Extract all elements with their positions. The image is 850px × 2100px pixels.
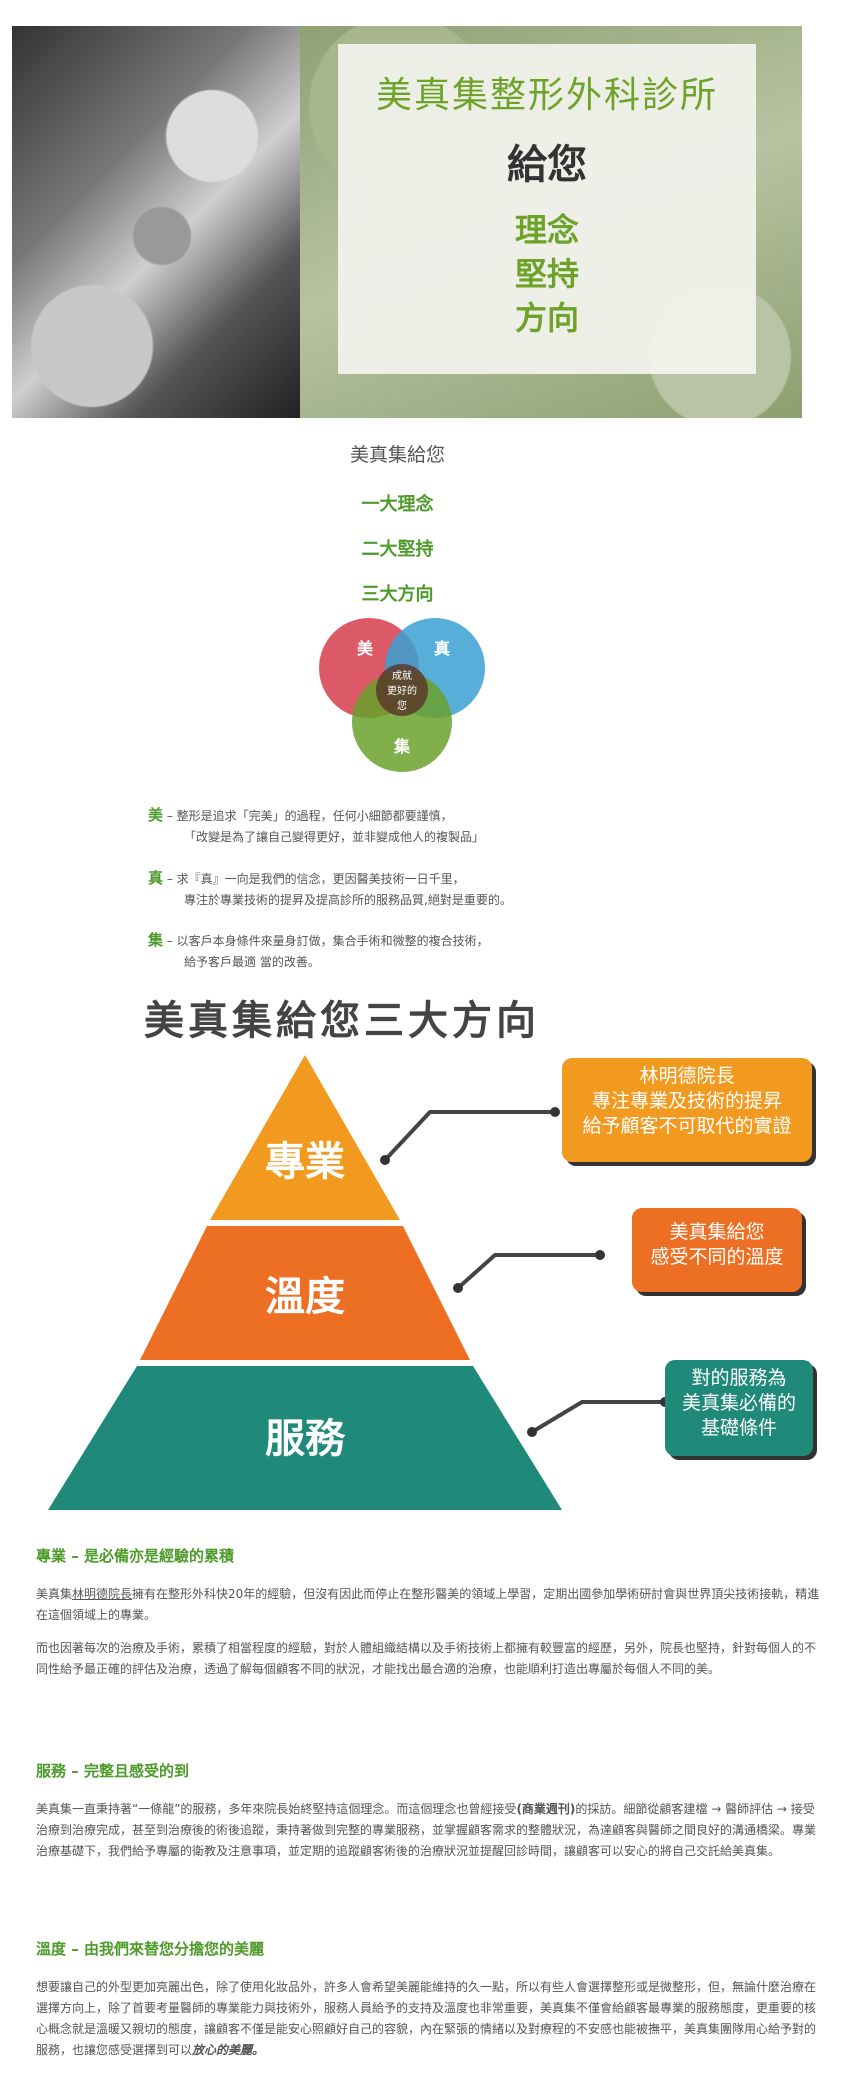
- callout-service: 對的服務為 美真集必備的 基礎條件: [665, 1360, 813, 1456]
- connector-dot-2: [453, 1283, 463, 1293]
- desc-line2: 給予客戶最適 當的改善。: [184, 955, 320, 969]
- intro-heading: 美真集給您: [349, 444, 445, 466]
- section-paragraph: 而也因著每次的治療及手術，累積了相當程度的經驗，對於人體組織結構以及手術技術上都…: [36, 1641, 817, 1676]
- pyramid-label-service: 服務: [265, 1416, 346, 1462]
- hero-give-text: 給您: [507, 142, 587, 188]
- text-span: 美真集: [36, 1587, 73, 1601]
- callout-line: 給予顧客不可取代的實證: [582, 1115, 792, 1137]
- connector-dot-1: [380, 1155, 390, 1165]
- section-paragraph: 美真集一直秉持著“一條龍”的服務，多年來院長始終堅持這個理念。而這個理念也曾經接…: [36, 1799, 821, 1862]
- callout-professional: 林明德院長 專注專業及技術的提昇 給予顧客不可取代的實證: [562, 1058, 812, 1162]
- section-warmth: 溫度 – 由我們來替您分擔您的美麗 想要讓自己的外型更加亮麗出色，除了使用化妝品…: [36, 1938, 821, 2073]
- bold-span: (商業週刊): [516, 1802, 576, 1816]
- clinic-title: 美真集整形外科診所: [375, 75, 718, 116]
- desc-line2: 「改變是為了讓自己變得更好，並非變成他人的複製品」: [184, 830, 485, 844]
- connector-dot-3: [527, 1427, 537, 1437]
- connector-line-2: [456, 1253, 600, 1290]
- connector-dot-2b: [595, 1250, 605, 1260]
- pyramid-level-service: [48, 1366, 562, 1510]
- desc-truth: 真 – 求『真』一向是我們的信念，更因醫美技術一日千里， 專注於專業技術的提昇及…: [148, 868, 708, 911]
- intro-item-persistence: 二大堅持: [361, 539, 434, 560]
- section-service: 服務 – 完整且感受的到 美真集一直秉持著“一條龍”的服務，多年來院長始終堅持這…: [36, 1760, 821, 1874]
- hero-word-concept: 理念: [514, 211, 579, 249]
- venn-center-line1: 成就: [392, 669, 412, 682]
- hero-word-persistence: 堅持: [514, 255, 579, 293]
- text-span: 的採訪。細節從顧客建檔 → 醫師評估 → 接受治療到治療完成，甚至到治療後的術後…: [36, 1802, 817, 1858]
- venn-diagram: 美 真 集 成就 更好的 您: [319, 618, 485, 772]
- callout-line: 林明德院長: [639, 1065, 735, 1087]
- pyramid-level-professional: [210, 1055, 400, 1220]
- desc-key: 美: [148, 806, 164, 824]
- section-heading: 溫度 – 由我們來替您分擔您的美麗: [36, 1940, 264, 1958]
- callout-warmth: 美真集給您 感受不同的溫度: [632, 1208, 802, 1292]
- callout-line: 對的服務為: [691, 1367, 787, 1389]
- text-span: 擁有在整形外科快20年的經驗，但沒有因此而停止在整形醫美的領域上學習，定期出國參…: [36, 1587, 820, 1622]
- pyramid-label-warmth: 溫度: [265, 1274, 345, 1320]
- venn-label-truth: 真: [434, 639, 450, 658]
- pyramid-label-professional: 專業: [265, 1139, 345, 1185]
- hero-words: 理念 堅持 方向: [338, 208, 756, 340]
- callout-line: 美真集必備的: [681, 1392, 796, 1414]
- desc-line1: – 整形是追求「完美」的過程，任何小細節都要謹慎，: [163, 809, 453, 823]
- section-paragraph: 美真集林明德院長擁有在整形外科快20年的經驗，但沒有因此而停止在整形醫美的領域上…: [36, 1584, 821, 1626]
- callout-line: 感受不同的溫度: [650, 1246, 784, 1268]
- text-span: 美真集一直秉持著“一條龍”的服務，多年來院長始終堅持這個理念。而這個理念也曾經接…: [36, 1802, 517, 1816]
- desc-beauty: 美 – 整形是追求「完美」的過程，任何小細節都要謹慎， 「改變是為了讓自己變得更…: [148, 805, 708, 848]
- section-heading: 服務 – 完整且感受的到: [36, 1762, 189, 1780]
- connector-line-3: [530, 1400, 665, 1434]
- callout-line: 美真集給您: [669, 1221, 765, 1243]
- director-link[interactable]: 林明德院長: [72, 1587, 133, 1601]
- desc-key: 真: [148, 869, 164, 887]
- intro-item-concept: 一大理念: [361, 494, 434, 515]
- section-professional: 專業 – 是必備亦是經驗的累積 美真集林明德院長擁有在整形外科快20年的經驗，但…: [36, 1545, 821, 1692]
- hero-word-direction: 方向: [514, 299, 579, 337]
- pyramid-title: 美真集給您三大方向: [144, 998, 540, 1044]
- desc-line1: – 以客戶本身條件來量身訂做，集合手術和微整的複合技術，: [163, 934, 489, 948]
- venn-label-gather: 集: [393, 737, 411, 756]
- pyramid-level-warmth: [140, 1226, 470, 1360]
- desc-line1: – 求『真』一向是我們的信念，更因醫美技術一日千里，: [163, 872, 465, 886]
- callout-line: 專注專業及技術的提昇: [591, 1090, 782, 1112]
- connector-dot-1b: [550, 1107, 560, 1117]
- emphasis-span: 放心的美麗。: [192, 2043, 265, 2057]
- section-paragraph: 想要讓自己的外型更加亮麗出色，除了使用化妝品外，許多人會希望美麗能維持的久一點，…: [36, 1977, 821, 2061]
- surgeon-photo: [12, 26, 300, 418]
- venn-center-line3: 您: [397, 699, 407, 712]
- section-heading: 專業 – 是必備亦是經驗的累積: [36, 1547, 234, 1565]
- callout-line: 基礎條件: [700, 1417, 777, 1439]
- desc-gather: 集 – 以客戶本身條件來量身訂做，集合手術和微整的複合技術， 給予客戶最適 當的…: [148, 930, 708, 973]
- desc-line2: 專注於專業技術的提昇及提高診所的服務品質,絕對是重要的。: [184, 893, 512, 907]
- venn-center-line2: 更好的: [387, 684, 417, 697]
- venn-label-beauty: 美: [357, 639, 374, 658]
- venn-center: [376, 664, 428, 716]
- intro-item-direction: 三大方向: [361, 584, 434, 605]
- text-span: 想要讓自己的外型更加亮麗出色，除了使用化妝品外，許多人會希望美麗能維持的久一點，…: [36, 1980, 817, 2057]
- hero-card: 美真集整形外科診所 給您 理念 堅持 方向: [338, 44, 756, 374]
- pyramid-diagram: 專業 溫度 服務: [48, 1055, 670, 1510]
- desc-key: 集: [148, 931, 164, 949]
- connector-line-1: [383, 1110, 555, 1162]
